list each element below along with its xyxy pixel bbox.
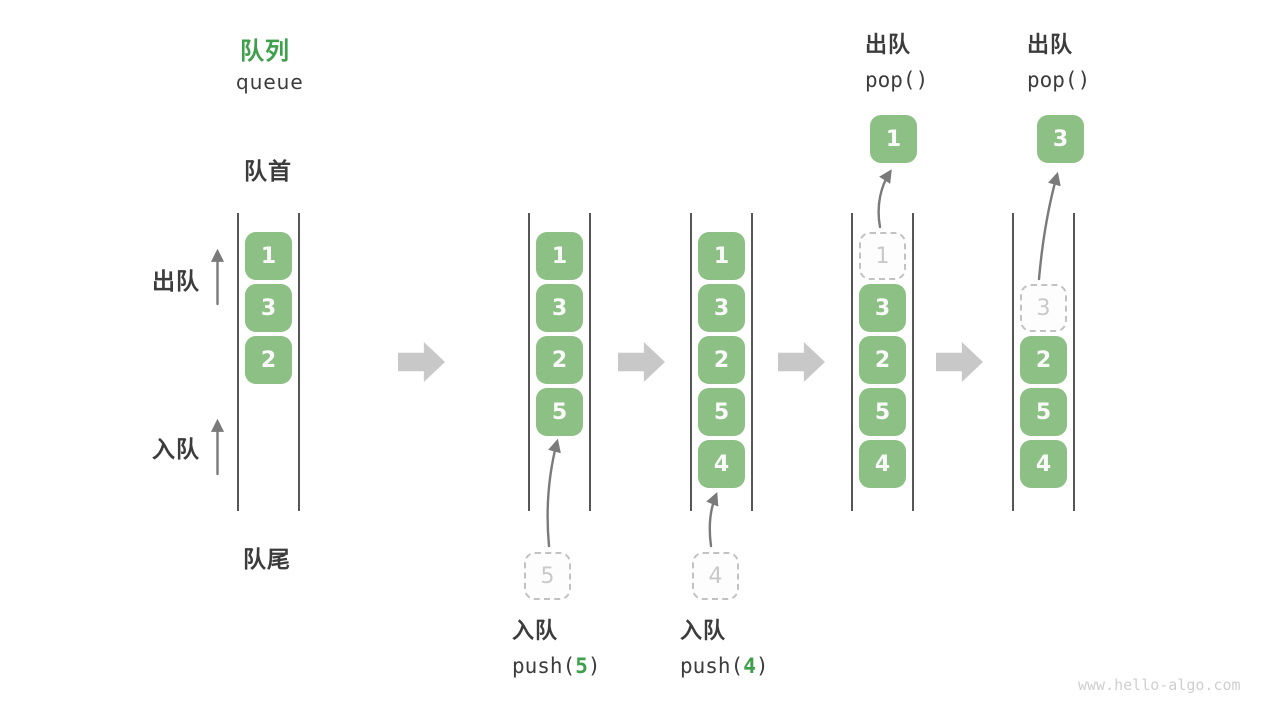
queue-wall-left [851,213,853,511]
code-arg: 5 [575,654,588,678]
operation-code: pop() [1027,68,1091,92]
queue-item-box: 4 [698,440,745,488]
transition-right-arrow-icon [936,342,983,382]
transition-right-arrow-icon [398,342,445,382]
queue-wall-right [751,213,753,511]
queue-item-box: 1 [245,232,292,280]
operation-name-zh: 入队 [680,619,727,644]
enqueue-side-label: 入队 [152,437,200,463]
queue-item-box: 2 [698,336,745,384]
queue-item-box: 2 [1020,336,1067,384]
diagram-title-zh: 队列 [240,37,290,65]
queue-item-box: 5 [536,388,583,436]
enqueue-operation-label: 入队 push(5) [512,614,601,684]
pop-3-arrow [1037,171,1061,281]
popped-item-box: 1 [870,115,917,163]
queue-wall-left [690,213,692,511]
staging-box: 5 [524,552,571,600]
diagram-title-en: queue [236,70,304,94]
queue-wall-left [1012,213,1014,511]
queue-item-box: 2 [245,336,292,384]
queue-item-box: 5 [859,388,906,436]
queue-item-box: 4 [1020,440,1067,488]
staging-box: 4 [692,552,739,600]
code-text: push( [512,654,576,678]
queue-item-box: 1 [698,232,745,280]
watermark: www.hello-algo.com [1078,676,1241,694]
queue-item-box: 5 [698,388,745,436]
code-text: ) [587,654,601,678]
operation-code: push(4) [680,649,769,684]
queue-item-box: 5 [1020,388,1067,436]
code-text: ) [755,654,769,678]
enqueue-operation-label: 入队 push(4) [680,614,769,684]
queue-wall-left [237,213,239,511]
code-text: push( [680,654,744,678]
queue-item-box: 1 [536,232,583,280]
queue-rear-label: 队尾 [243,547,291,573]
queue-item-box: 2 [859,336,906,384]
queue-item-box: 3 [698,284,745,332]
dequeued-slot-box: 3 [1020,284,1067,332]
popped-item-box: 3 [1037,115,1084,163]
dequeue-operation-label: 出队 pop() [1027,28,1090,98]
transition-right-arrow-icon [618,342,665,382]
operation-name-zh: 出队 [865,33,912,58]
dequeue-operation-label: 出队 pop() [865,28,928,98]
queue-wall-right [298,213,300,511]
queue-item-box: 3 [245,284,292,332]
code-arg: 4 [743,654,756,678]
push-5-staging-arrow [546,438,561,548]
queue-item-box: 4 [859,440,906,488]
queue-item-box: 2 [536,336,583,384]
queue-item-box: 3 [536,284,583,332]
transition-right-arrow-icon [778,342,825,382]
dequeue-side-label: 出队 [152,269,200,295]
queue-wall-right [912,213,914,511]
queue-wall-right [589,213,591,511]
queue-wall-left [528,213,530,511]
operation-name-zh: 入队 [512,619,559,644]
queue-front-label: 队首 [244,159,292,185]
queue-wall-right [1073,213,1075,511]
push-4-staging-arrow [706,491,719,548]
operation-name-zh: 出队 [1027,33,1074,58]
queue-item-box: 3 [859,284,906,332]
pop-1-arrow [877,169,892,229]
operation-code: pop() [865,68,929,92]
dequeued-slot-box: 1 [859,232,906,280]
operation-code: push(5) [512,649,601,684]
